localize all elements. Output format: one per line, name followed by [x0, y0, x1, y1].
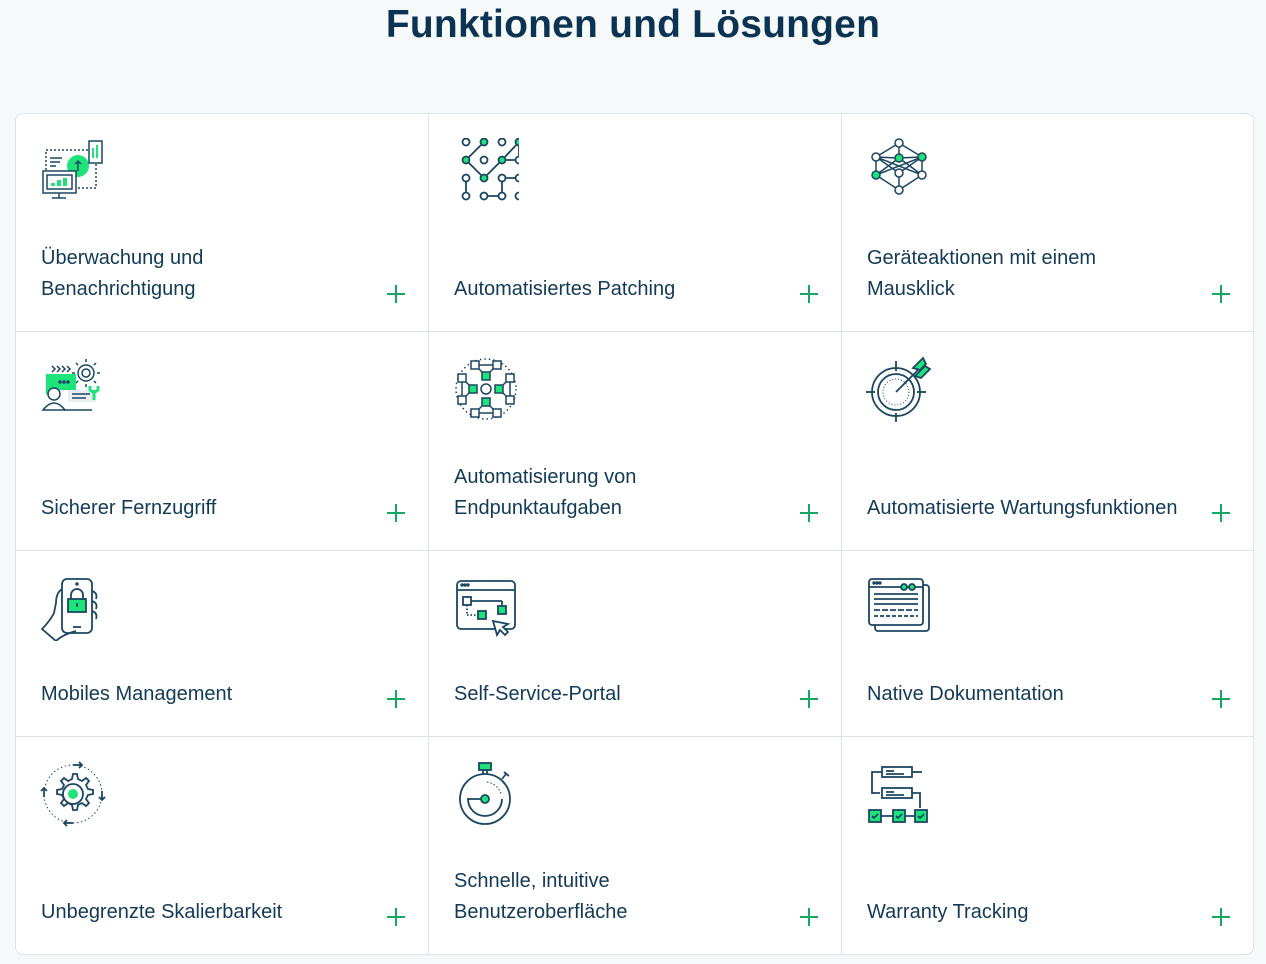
page-title: Funktionen und Lösungen	[385, 3, 881, 46]
feature-label: Überwachung und Benachrichtigung	[41, 247, 204, 300]
feature-card-mobile[interactable]: Mobiles Management	[16, 551, 429, 737]
expand-plus-icon[interactable]	[387, 285, 405, 303]
feature-card-scalability[interactable]: Unbegrenzte Skalierbarkeit	[16, 737, 429, 954]
feature-card-endpoint-automation[interactable]: Automatisierung von Endpunktaufgaben	[429, 332, 842, 551]
expand-plus-icon[interactable]	[800, 504, 818, 522]
neural-network-icon	[866, 138, 932, 204]
expand-plus-icon[interactable]	[387, 908, 405, 926]
feature-card-maintenance[interactable]: Automatisierte Wartungsfunktionen	[842, 332, 1253, 551]
feature-card-ui[interactable]: Schnelle, intuitive Benutzeroberfläche	[429, 737, 842, 954]
feature-card-remote-access[interactable]: Sicherer Fernzugriff	[16, 332, 429, 551]
feature-label: Schnelle, intuitive Benutzeroberfläche	[454, 870, 628, 923]
feature-label: Sicherer Fernzugriff	[41, 497, 217, 519]
monitoring-devices-icon	[40, 138, 106, 204]
expand-plus-icon[interactable]	[1212, 504, 1230, 522]
feature-card-device-actions[interactable]: Geräteaktionen mit einem Mausklick	[842, 114, 1253, 332]
remote-support-icon	[40, 356, 106, 422]
feature-card-patching[interactable]: Automatisiertes Patching	[429, 114, 842, 332]
feature-card-documentation[interactable]: Native Dokumentation	[842, 551, 1253, 737]
phone-lock-icon	[40, 575, 106, 641]
stopwatch-icon	[453, 761, 519, 827]
target-arrow-icon	[866, 356, 932, 422]
expand-plus-icon[interactable]	[800, 908, 818, 926]
expand-plus-icon[interactable]	[1212, 690, 1230, 708]
expand-plus-icon[interactable]	[1212, 285, 1230, 303]
expand-plus-icon[interactable]	[800, 690, 818, 708]
feature-label: Native Dokumentation	[867, 683, 1064, 705]
portal-workflow-icon	[453, 575, 519, 641]
feature-card-monitoring[interactable]: Überwachung und Benachrichtigung	[16, 114, 429, 332]
feature-label: Automatisierung von Endpunktaufgaben	[454, 466, 637, 519]
expand-plus-icon[interactable]	[387, 690, 405, 708]
endpoint-nodes-icon	[453, 356, 519, 422]
expand-plus-icon[interactable]	[387, 504, 405, 522]
workflow-checklist-icon	[866, 761, 932, 827]
feature-label: Automatisiertes Patching	[454, 278, 676, 300]
feature-label: Warranty Tracking	[867, 901, 1029, 923]
feature-label: Automatisierte Wartungsfunktionen	[867, 497, 1178, 519]
expand-plus-icon[interactable]	[1212, 908, 1230, 926]
feature-card-self-service[interactable]: Self-Service-Portal	[429, 551, 842, 737]
documents-window-icon	[866, 575, 932, 641]
feature-label: Geräteaktionen mit einem Mausklick	[867, 247, 1097, 300]
expand-plus-icon[interactable]	[800, 285, 818, 303]
feature-card-warranty[interactable]: Warranty Tracking	[842, 737, 1253, 954]
gear-cycle-icon	[40, 761, 106, 827]
feature-label: Mobiles Management	[41, 683, 233, 705]
feature-label: Self-Service-Portal	[454, 683, 621, 705]
dot-network-pattern-icon	[453, 138, 519, 204]
feature-label: Unbegrenzte Skalierbarkeit	[41, 901, 283, 923]
features-grid: Überwachung und Benachrichtigung Automat…	[15, 113, 1254, 955]
